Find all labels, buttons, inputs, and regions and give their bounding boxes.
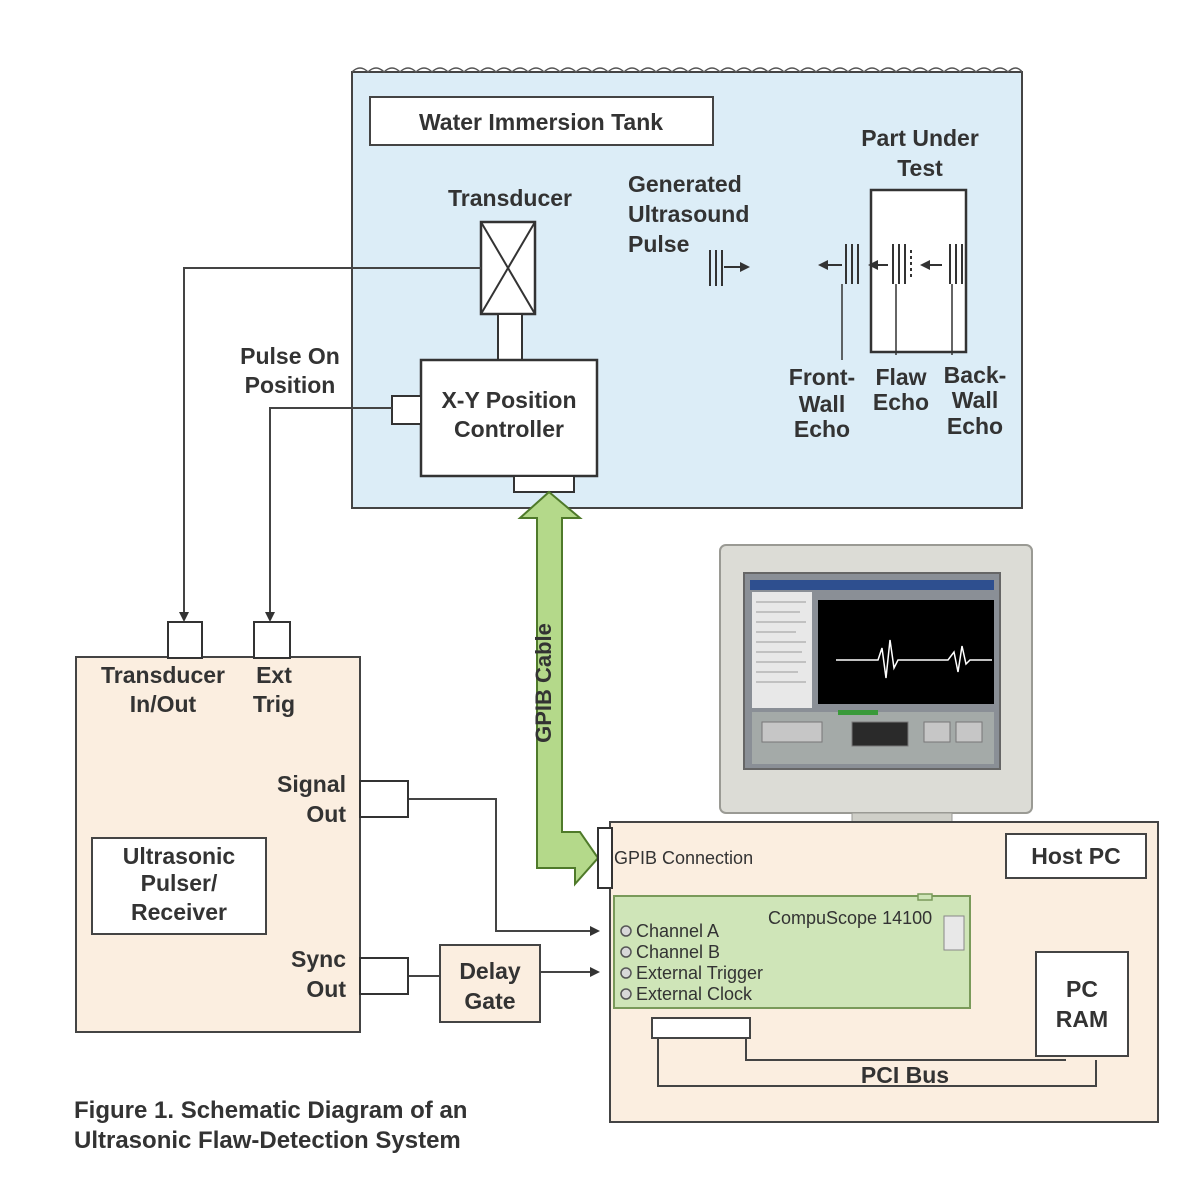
sync-out-2: Out [306,976,346,1002]
pc-ram-box [1035,951,1129,1057]
back-echo-3: Echo [947,413,1003,439]
gpib-cable: GPIB Cable [517,490,600,887]
pulse-on-position-2: Position [245,372,336,398]
channel-b-label: Channel B [636,942,720,962]
ext-trig-port [253,621,291,659]
gpib-connection-label: GPIB Connection [614,848,753,868]
water-immersion-tank: Water Immersion Tank Transducer X-Y Posi… [351,67,1023,509]
tank-title: Water Immersion Tank [419,109,663,135]
back-echo-1: Back- [944,362,1007,388]
channel-a-connector [620,925,632,937]
transducer-x-icon [479,220,537,316]
external-clock-label: External Clock [636,984,753,1004]
host-pc-title: Host PC [1031,843,1120,869]
back-wall-echo-icon [920,244,963,355]
transducer-io-port [167,621,203,659]
delay-gate-1: Delay [459,958,521,984]
pulse-label-3: Pulse [628,231,689,257]
signal-out-2: Out [306,801,346,827]
pulser-name-2: Pulser/ [141,870,218,896]
monitor-icon [719,544,1033,826]
channel-b-connector [620,946,632,958]
sync-out-1: Sync [291,946,346,972]
pulser-name-1: Ultrasonic [123,843,236,869]
gpib-connection-port [597,827,613,889]
pulse-label-1: Generated [628,171,742,197]
pci-bus-line-inner [745,1038,1066,1061]
pc-ram-1: PC [1066,976,1098,1002]
tank-title-box [369,96,714,146]
part-label-1: Part Under [861,125,979,151]
transducer-io-2: In/Out [130,691,197,717]
host-pc-title-box [1005,833,1147,879]
connection-lines [179,267,600,977]
gpib-cable-label: GPIB Cable [531,623,556,743]
front-echo-2: Wall [799,391,845,417]
channel-a-label: Channel A [636,921,719,941]
ext-trig-1: Ext [256,662,292,688]
signal-out-1: Signal [277,771,346,797]
controller-line-2: Controller [454,416,564,442]
flaw-echo-icon [868,244,912,355]
transducer-io-1: Transducer [101,662,225,688]
host-pc: Host PC GPIB Connection CompuScope 14100… [597,821,1159,1123]
figure-caption-line-2: Ultrasonic Flaw-Detection System [74,1127,461,1154]
pulser-receiver-unit: Transducer In/Out Ext Trig Signal Out Sy… [75,621,409,1033]
oscilloscope-screen [818,600,994,704]
compuscope-card: CompuScope 14100 Channel A Channel B Ext… [613,893,971,1009]
pci-slot-connector [651,1017,751,1039]
front-echo-3: Echo [794,416,850,442]
sync-out-port [359,957,409,995]
transducer-cable [179,267,481,622]
pulse-on-position-line [265,407,392,622]
waveform-trace [836,639,992,679]
figure-caption-line-1: Figure 1. Schematic Diagram of an [74,1097,467,1124]
pci-bus-line [657,1038,1097,1087]
front-wall-echo-icon [818,244,859,360]
pci-bus-label: PCI Bus [861,1062,949,1088]
back-echo-2: Wall [952,387,998,413]
external-trigger-label: External Trigger [636,963,763,983]
transducer-label: Transducer [448,185,572,211]
front-echo-1: Front- [789,364,855,390]
ext-trigger-connector [620,967,632,979]
controller-line-1: X-Y Position [441,387,576,413]
flaw-echo-1: Flaw [875,364,926,390]
signal-out-port [359,780,409,818]
controller-gpib-port [513,475,575,493]
delay-gate-2: Gate [464,988,515,1014]
pc-ram-2: RAM [1056,1006,1108,1032]
transducer-mount [497,313,523,361]
pulser-name-box [91,837,267,935]
signal-out-line [408,798,600,936]
controller-position-port [391,395,422,425]
pulse-label-2: Ultrasound [628,201,749,227]
pulse-waves-icon [709,250,750,286]
delay-gate-box: Delay Gate [439,944,541,1023]
pulser-name-3: Receiver [131,899,227,925]
xy-position-controller-box [419,358,599,478]
flaw-echo-2: Echo [873,389,929,415]
ext-trig-2: Trig [253,691,295,717]
pulse-on-position-1: Pulse On [240,343,340,369]
card-name: CompuScope 14100 [768,908,932,928]
part-label-2: Test [897,155,943,181]
water-surface-waves [351,67,1023,74]
ext-clock-connector [620,988,632,1000]
